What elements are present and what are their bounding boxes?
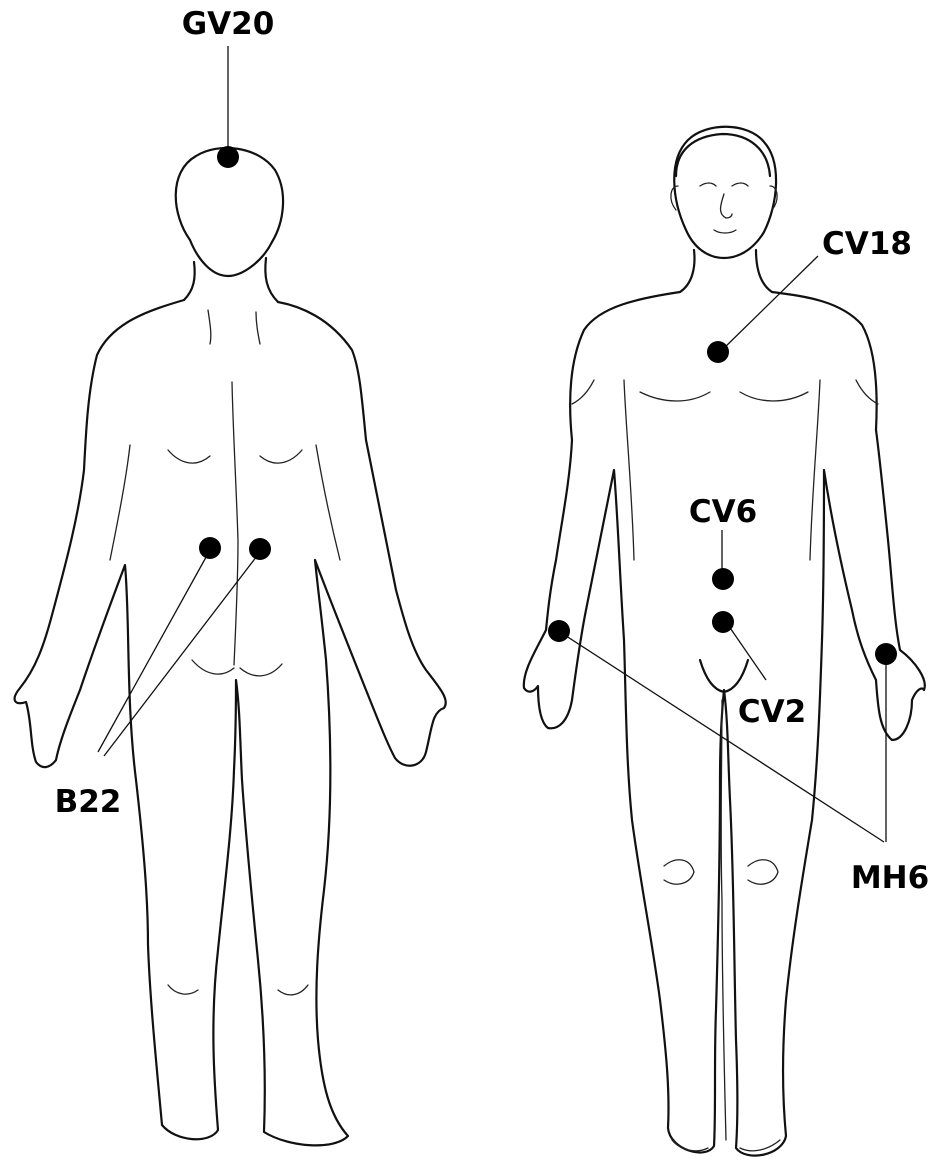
front-torso-left [624, 380, 634, 560]
mh6-leader-left [560, 632, 884, 842]
mh6-point-left [548, 620, 570, 642]
cv2-point [712, 611, 734, 633]
front-groin [700, 660, 748, 692]
front-foot-left [672, 1140, 708, 1151]
front-nose [721, 194, 733, 218]
back-scapula-right [260, 450, 302, 463]
front-body-outline [524, 292, 925, 1156]
front-hairline [676, 134, 770, 176]
front-torso-right [810, 380, 820, 560]
front-neck-right [756, 250, 772, 292]
back-arm-inner-left [110, 445, 130, 560]
back-spine-line [232, 382, 238, 665]
front-mouth [714, 230, 736, 233]
acupoints [199, 146, 897, 665]
front-shoulder-right [856, 380, 878, 404]
cv6-point [712, 568, 734, 590]
mh6-label: MH6 [851, 860, 929, 896]
cv18-label: CV18 [822, 226, 912, 262]
front-inner-leg [721, 700, 726, 1140]
back-neck-right [265, 258, 278, 302]
b22-point-right [249, 538, 271, 560]
point-labels: GV20 B22 CV18 CV6 CV2 MH6 [55, 6, 930, 896]
back-buttock-left [192, 660, 234, 674]
mh6-point-right [875, 643, 897, 665]
front-eye-left [700, 183, 716, 186]
back-scapula-left [168, 450, 210, 463]
front-neck-left [680, 250, 694, 292]
front-foot-right [740, 1140, 780, 1151]
back-knee-right [278, 985, 308, 995]
cv2-label: CV2 [738, 694, 806, 730]
front-eye-right [732, 183, 748, 186]
gv20-point [217, 146, 239, 168]
front-knee-right [748, 860, 778, 884]
back-neck-left [184, 262, 195, 300]
back-knee-left [168, 985, 198, 994]
front-shoulder-left [572, 380, 594, 404]
back-neck-detail-left [208, 310, 211, 344]
cv6-label: CV6 [689, 494, 757, 530]
front-knee-left [664, 860, 694, 884]
b22-leader-left [98, 550, 210, 752]
b22-point-left [199, 537, 221, 559]
front-pectoral-right [740, 392, 808, 401]
back-neck-detail-right [256, 312, 260, 344]
front-pectoral-left [640, 392, 710, 401]
gv20-label: GV20 [182, 6, 275, 42]
front-view-figure [524, 127, 925, 1156]
b22-label: B22 [55, 784, 122, 820]
cv18-point [707, 341, 729, 363]
back-buttock-right [240, 664, 282, 676]
cv2-leader [726, 622, 766, 680]
back-arm-inner-right [316, 445, 340, 560]
cv18-leader [720, 256, 818, 352]
back-view-figure [15, 148, 446, 1145]
back-body-outline [15, 300, 446, 1145]
